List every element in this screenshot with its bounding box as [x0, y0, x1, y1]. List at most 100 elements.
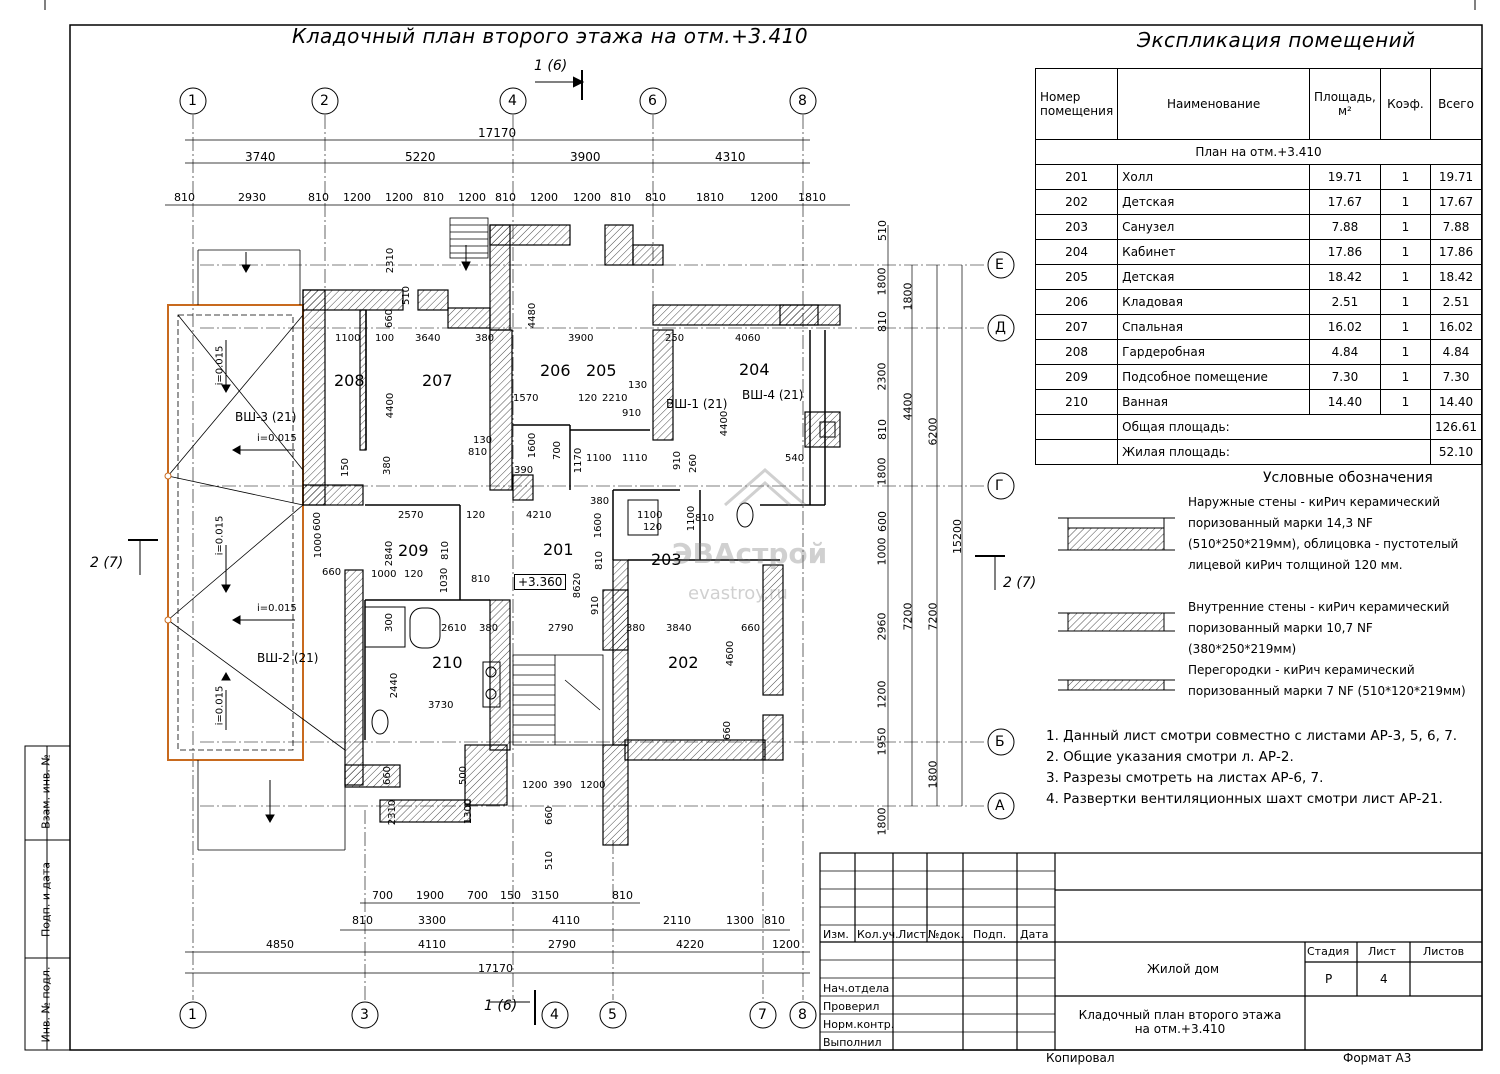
dimension: 700 [552, 440, 564, 461]
room-number: 206 [540, 361, 571, 380]
stamp-header: №док. [928, 928, 964, 941]
dimension: 130 [628, 380, 648, 391]
header-number: Номер помещения [1034, 68, 1119, 140]
dimension: 660 [741, 623, 761, 634]
dimension: 540 [785, 453, 805, 464]
dimension: 810 [440, 540, 452, 561]
dimension: 2440 [389, 672, 401, 699]
side-stamp-label: Подп. и дата [39, 862, 53, 937]
dimension: 1800 [875, 807, 889, 836]
axis-label: 4 [550, 1007, 559, 1023]
dimension: 1200 [343, 191, 371, 204]
total-area-label: Общая площадь: [1117, 414, 1431, 440]
dimension: 600 [876, 511, 889, 532]
dimension: 810 [471, 574, 491, 585]
dimension: 2790 [548, 623, 574, 634]
room-number: 205 [586, 361, 617, 380]
axis-label: 8 [798, 93, 807, 109]
axis-label: 8 [798, 1007, 807, 1023]
dimension: 260 [688, 453, 700, 474]
dimension: 3900 [570, 150, 601, 164]
dimension: 380 [475, 333, 495, 344]
room-number: 201 [543, 540, 574, 559]
header-coef: Коэф. [1379, 68, 1431, 140]
dimension: 1570 [513, 393, 539, 404]
level-mark: +3.360 [514, 574, 567, 590]
legend-item-interior: Внутренние стены - киРич керамический по… [1188, 600, 1450, 656]
axis-label: 6 [648, 93, 657, 109]
dimension: 2570 [398, 510, 424, 521]
room-number: 208 [334, 371, 365, 390]
dimension: 810 [610, 191, 631, 204]
section-mark-right: 2 (7) [1003, 575, 1037, 591]
dimension: 6200 [926, 417, 940, 446]
watermark-site: evastroy.ru [688, 583, 788, 604]
legend-item-exterior: Наружные стены - киРич керамический пори… [1188, 495, 1459, 572]
dimension: 3730 [428, 700, 454, 711]
dimension: 810 [423, 191, 444, 204]
dimension: 7200 [926, 602, 940, 631]
dimension: 810 [495, 191, 516, 204]
stamp-header: Кол.уч. [857, 928, 899, 941]
dimension: 5220 [405, 150, 436, 164]
side-stamp-label: Инв. № подл. [39, 966, 53, 1043]
header-area: Площадь, м² [1309, 68, 1381, 140]
dimension: 8620 [572, 572, 584, 599]
dimension-total-top: 17170 [478, 126, 517, 140]
dimension: 660 [544, 805, 556, 826]
dimension: 700 [467, 889, 488, 902]
dimension: 1110 [622, 453, 648, 464]
stamp-header: Подп. [973, 928, 1007, 941]
dimension: 4310 [715, 150, 746, 164]
dimension: 1300 [726, 914, 754, 927]
dimension: 4110 [418, 938, 446, 951]
header-name: Наименование [1117, 68, 1310, 140]
dimension: 4850 [266, 938, 294, 951]
dimension: 150 [340, 457, 352, 478]
stamp-sheet-label: Лист [1368, 945, 1396, 958]
dimension: 390 [514, 465, 534, 476]
dimension: 100 [375, 333, 395, 344]
explication-title: Экспликация помещений [1137, 28, 1416, 52]
side-stamp-label: Взам. инв. № [39, 754, 53, 829]
living-area-value: 52.10 [1429, 439, 1483, 465]
dimension: 1900 [416, 889, 444, 902]
axis-label: 1 [188, 93, 197, 109]
dimension: 500 [458, 765, 470, 786]
axis-label: А [995, 798, 1005, 814]
watermark-brand: ЭВАстрой [672, 537, 828, 570]
dimension: 910 [672, 450, 684, 471]
dimension: 1200 [875, 680, 889, 709]
stamp-sheet-title: Кладочный план второго этажа на отм.+3.4… [1078, 1008, 1282, 1036]
dimension: 660 [384, 308, 396, 329]
stamp-header: Дата [1020, 928, 1049, 941]
dimension: 810 [876, 419, 889, 440]
stamp-header: Лист [898, 928, 926, 941]
dimension: 1030 [439, 567, 451, 594]
room-number: 204 [739, 360, 770, 379]
dimension: 1100 [335, 333, 361, 344]
dimension: 1200 [573, 191, 601, 204]
dimension: 1950 [875, 727, 889, 756]
dimension: 1100 [586, 453, 612, 464]
room-number: 203 [651, 550, 682, 569]
dimension: 1800 [926, 760, 940, 789]
dimension: 1600 [527, 432, 539, 459]
dimension: 810 [612, 889, 633, 902]
dimension: 4400 [719, 410, 731, 437]
dimension: 600 [312, 511, 324, 532]
dimension: 1800 [901, 282, 915, 311]
dimension: 380 [479, 623, 499, 634]
header-total: Всего [1429, 68, 1483, 140]
dimension: 250 [665, 333, 685, 344]
axis-label: 2 [320, 93, 329, 109]
dimension: 810 [594, 550, 606, 571]
dimension: 810 [764, 914, 785, 927]
